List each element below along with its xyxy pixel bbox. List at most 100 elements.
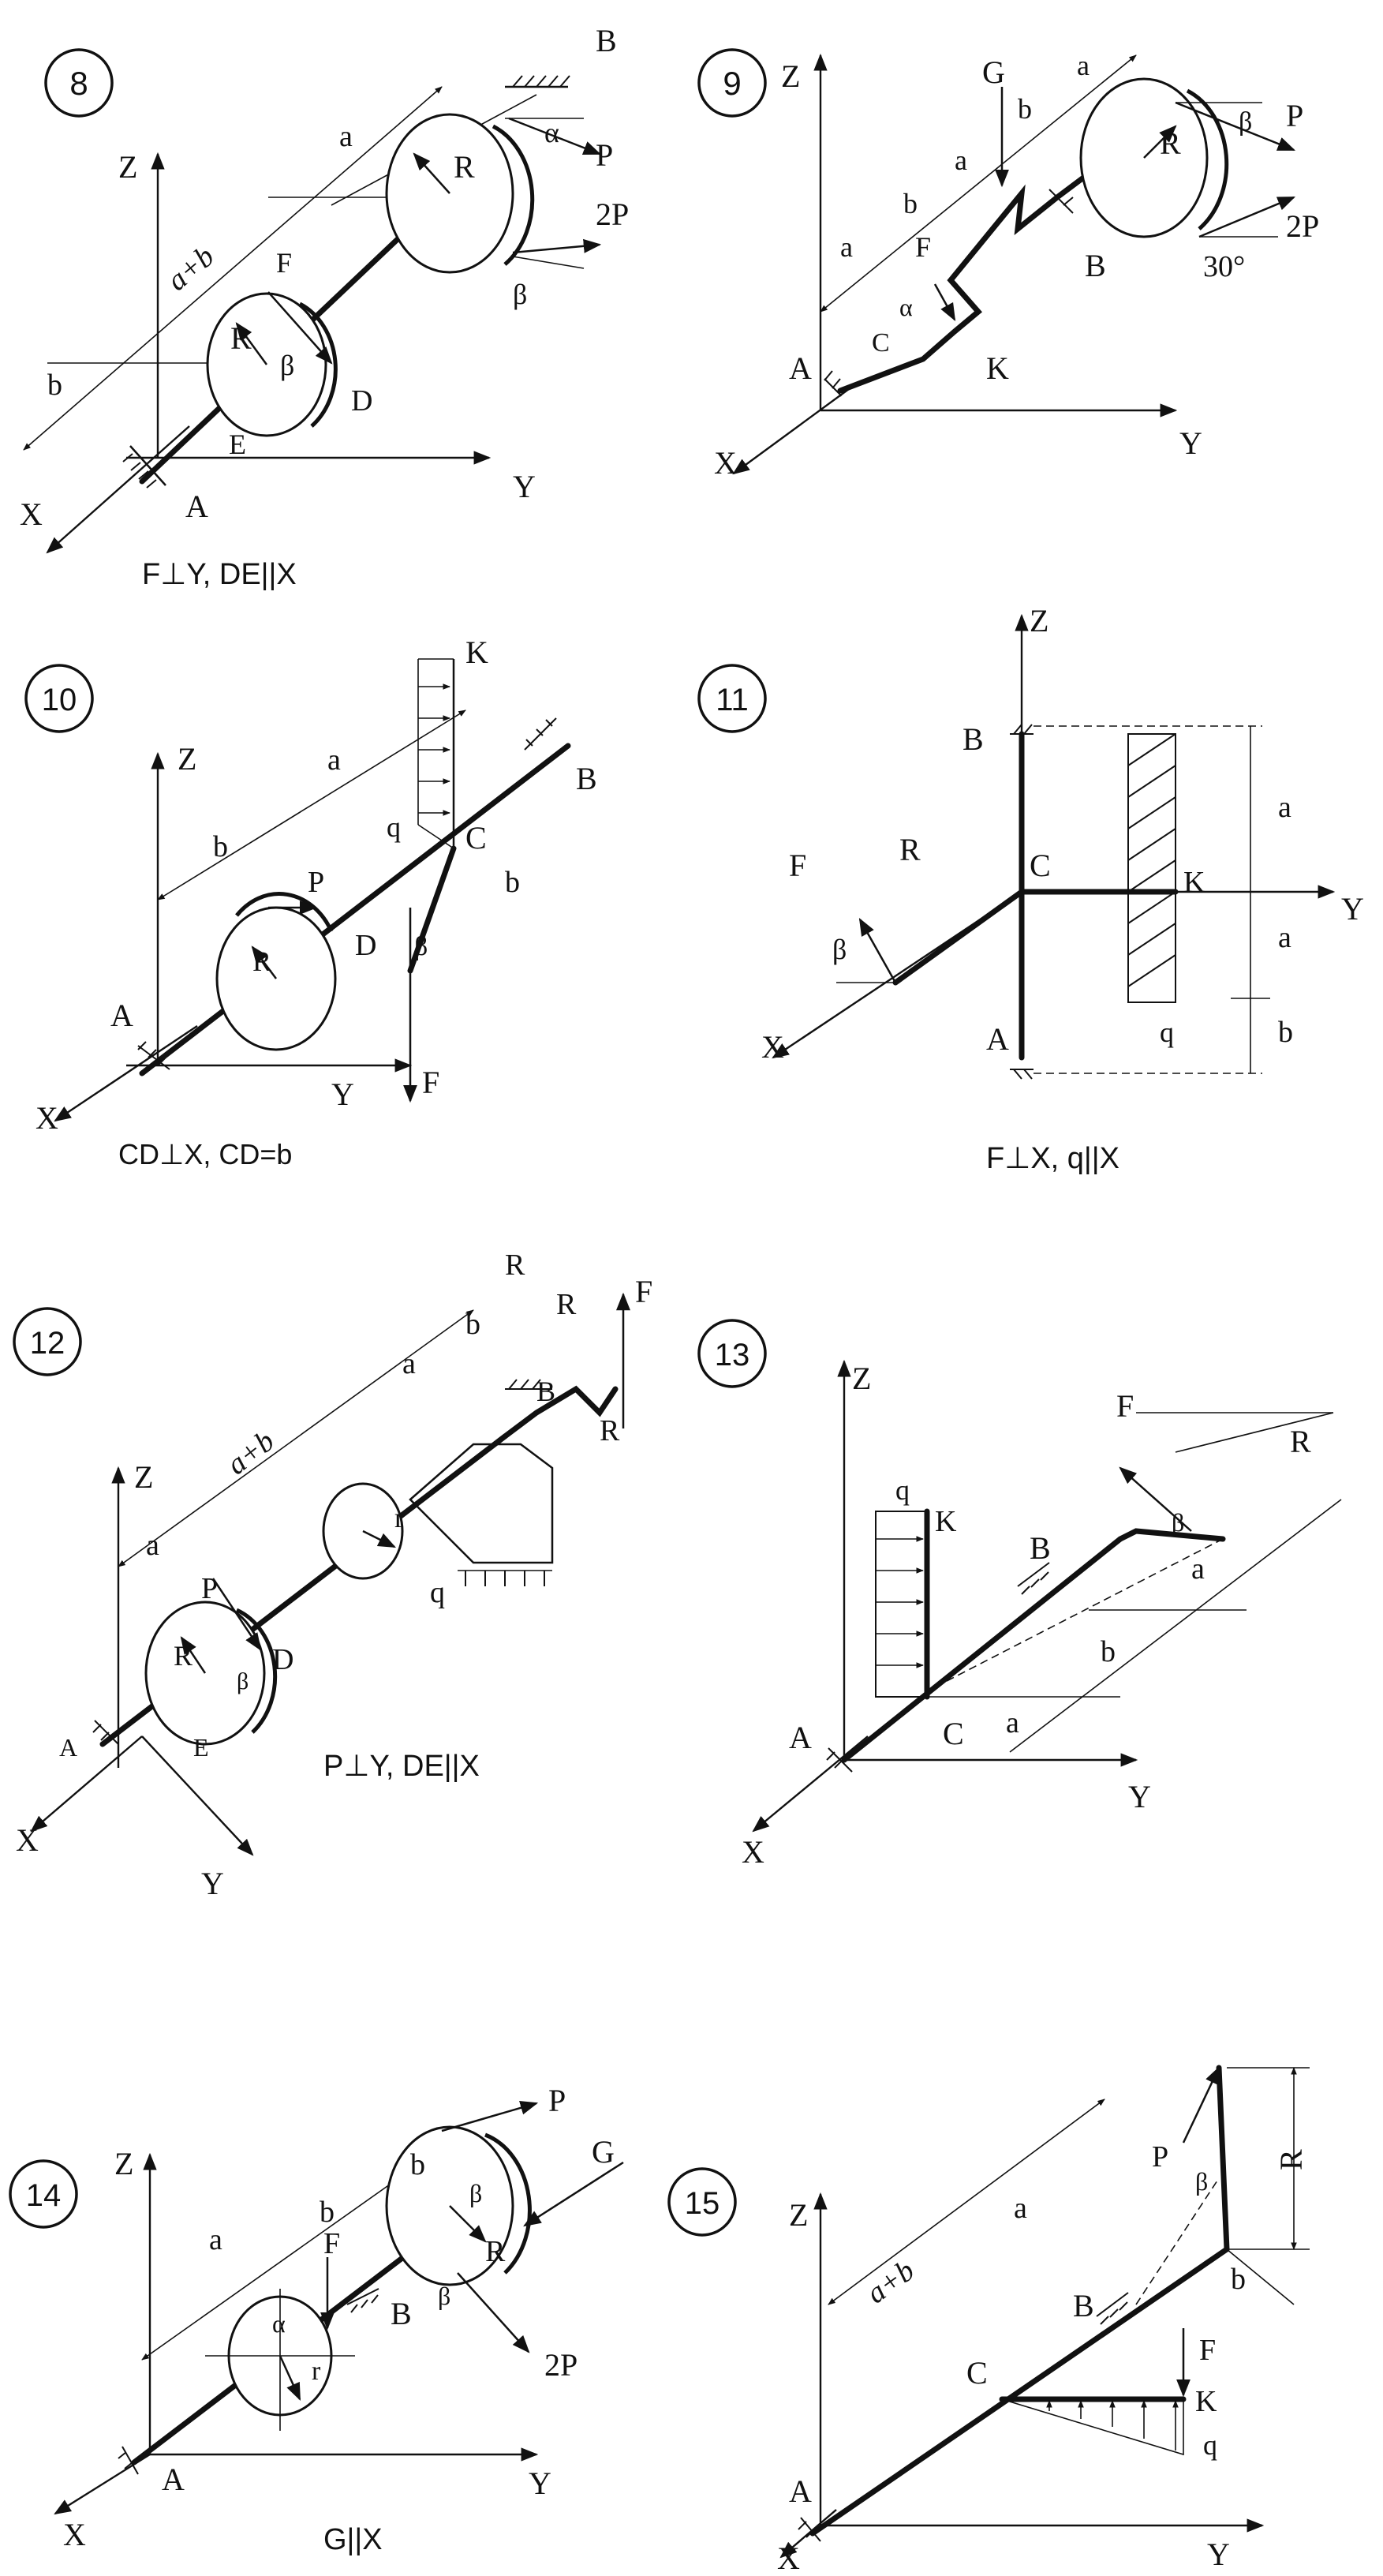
problem-9: 9 Z G b a a β P R b F a α C B: [697, 48, 1319, 481]
label-b: b: [1278, 1016, 1293, 1049]
label-X: X: [714, 445, 737, 481]
label-beta: β: [1172, 1508, 1184, 1537]
label-C: C: [872, 328, 890, 358]
label-K: K: [935, 1505, 957, 1538]
label-Y: Y: [331, 1076, 354, 1112]
dimension-line: [118, 1309, 474, 1567]
disk-rim: [298, 301, 338, 428]
label-X: X: [777, 2540, 800, 2576]
problem-8: 8 B α P 2P β R R: [20, 23, 629, 591]
drum: [409, 1443, 554, 1564]
label-R: R: [505, 1249, 525, 1282]
label-Z: Z: [852, 1361, 871, 1396]
label-beta: β: [832, 934, 847, 965]
dashed-line: [946, 1538, 1224, 1682]
shaft: [139, 743, 571, 1076]
problem-number-circle: [13, 1307, 82, 1376]
problem-number-circle: [24, 664, 94, 733]
label-Y: Y: [1341, 891, 1364, 927]
label-a-plus-b: a+b: [861, 2254, 921, 2310]
label-2P: 2P: [596, 197, 629, 232]
bearing-B: [1017, 1562, 1050, 1595]
label-K: K: [986, 350, 1009, 386]
label-2P: 2P: [544, 2347, 577, 2383]
reference-line: [512, 256, 585, 269]
label-B: B: [1073, 2288, 1094, 2323]
label-X: X: [36, 1100, 58, 1136]
disk-rim: [492, 124, 535, 266]
vertical-arm: [1216, 2065, 1230, 2252]
label-G: G: [982, 54, 1005, 90]
label-B: B: [596, 23, 617, 58]
problem-number: 14: [26, 2178, 62, 2213]
label-a: a: [1278, 791, 1291, 824]
label-B: B: [962, 721, 984, 757]
label-30-degrees: 30°: [1203, 250, 1245, 283]
distributed-load-q: [875, 1511, 928, 1698]
label-q: q: [387, 811, 401, 843]
dimension-line: [1009, 1499, 1342, 1753]
crankshaft: [837, 147, 1123, 394]
radius-arrow: [278, 2355, 301, 2402]
label-b: b: [1018, 93, 1032, 125]
bearing-B: [505, 1379, 552, 1390]
label-F: F: [1199, 2334, 1216, 2367]
problem-number-circle: [697, 48, 767, 118]
label-beta: β: [280, 350, 294, 381]
label-Y: Y: [1179, 425, 1202, 461]
problem-15: 15 R P β Z a a+b B b F C: [667, 2065, 1310, 2576]
bearing-A: [826, 1747, 853, 1773]
label-D: D: [351, 384, 372, 417]
label-beta: β: [1239, 107, 1252, 137]
label-B: B: [1085, 248, 1106, 283]
label-a: a: [955, 144, 967, 176]
label-a: a: [1077, 50, 1090, 81]
label-P: P: [201, 1572, 218, 1605]
problem-number-circle: [697, 664, 767, 733]
label-a: a: [1191, 1552, 1205, 1586]
label-alpha: α: [544, 117, 559, 148]
dimension-line-a-plus-b: [23, 86, 443, 451]
label-B: B: [1030, 1530, 1051, 1566]
arm-R: [892, 889, 1025, 986]
label-R: R: [556, 1288, 577, 1321]
disk-rim: [235, 1608, 278, 1734]
label-q: q: [1203, 2429, 1217, 2461]
label-beta: β: [1195, 2167, 1208, 2196]
label-B: B: [391, 2296, 412, 2331]
label-Y: Y: [1207, 2537, 1230, 2572]
label-beta: β: [438, 2282, 450, 2310]
force-2P-arrow: [457, 2272, 530, 2353]
label-K: K: [465, 635, 488, 670]
label-X: X: [20, 496, 43, 532]
supports: [1010, 724, 1034, 1080]
label-F: F: [789, 848, 806, 883]
bearing-B: [346, 2288, 379, 2313]
label-X: X: [63, 2517, 86, 2552]
dimension-line: [820, 54, 1137, 313]
dimension-line: [157, 710, 466, 900]
label-a: a: [1278, 921, 1291, 954]
problem-number: 13: [715, 1338, 750, 1372]
extension-line: [1175, 1412, 1334, 1453]
label-Y: Y: [529, 2466, 551, 2501]
dimension-line: [828, 2099, 1105, 2305]
radius-arrow: [1143, 125, 1177, 159]
label-G: G: [592, 2134, 615, 2170]
label-b: b: [320, 2196, 335, 2229]
problem-number: 10: [42, 683, 77, 717]
label-R: R: [1290, 1424, 1311, 1459]
label-b: b: [465, 1308, 480, 1341]
x-axis: [54, 1025, 198, 1122]
label-Z: Z: [178, 741, 196, 777]
force-P-arrow: [211, 1578, 262, 1651]
label-a: a: [1006, 1706, 1019, 1739]
label-r: r: [394, 1502, 404, 1533]
label-q: q: [430, 1576, 445, 1609]
radius-arrow: [362, 1530, 397, 1548]
x-axis: [732, 386, 853, 475]
problem-10: 10 K Z a b q C B P b R D: [24, 635, 597, 1170]
label-alpha: α: [899, 293, 913, 321]
label-F: F: [276, 247, 292, 279]
